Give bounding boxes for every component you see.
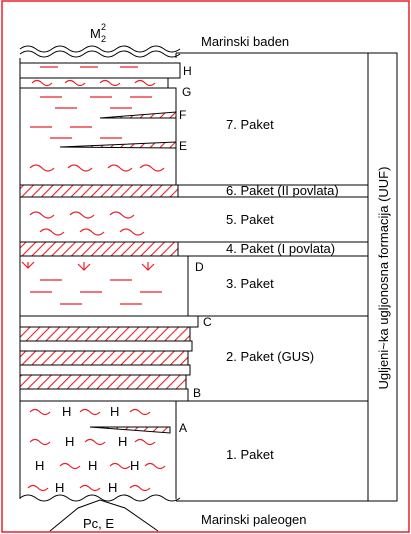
top-unit-symbol: M 2 2	[90, 22, 106, 44]
svg-text:H: H	[110, 404, 119, 419]
label-paket-3: 3. Paket	[226, 276, 274, 291]
bottom-contact	[19, 494, 181, 502]
svg-text:H: H	[65, 434, 74, 449]
marker-a: A	[179, 421, 187, 435]
coal-seam-2c	[19, 374, 187, 390]
svg-text:M: M	[90, 26, 101, 41]
coal-seams	[19, 184, 191, 390]
svg-text:H: H	[55, 480, 64, 495]
formation-label: Uglјeni~ka ugljonosna formacija (UUF)	[376, 167, 391, 390]
svg-text:2: 2	[101, 34, 106, 44]
unit-labels: Marinski baden 7. Paket 6. Paket (II pov…	[201, 34, 339, 527]
marker-f: F	[179, 108, 186, 122]
boundary-lines	[170, 52, 397, 502]
label-marinski-baden: Marinski baden	[201, 34, 289, 49]
marker-c: C	[203, 315, 212, 329]
svg-text:H: H	[108, 480, 117, 495]
svg-text:H: H	[118, 434, 127, 449]
label-paket-1: 1. Paket	[226, 447, 274, 462]
label-paket-6: 6. Paket (II povlata)	[226, 183, 339, 198]
lithology-symbols	[21, 66, 166, 492]
marker-letters: H G F E D C B A	[179, 64, 212, 435]
svg-text:2: 2	[101, 22, 106, 32]
coal-seam-2b	[19, 350, 189, 366]
svg-text:H: H	[130, 458, 139, 473]
label-paket-7: 7. Paket	[226, 117, 274, 132]
svg-text:H: H	[35, 458, 44, 473]
coal-seam-2a	[19, 326, 191, 342]
marker-e: E	[179, 139, 187, 153]
top-contact	[19, 50, 181, 58]
marker-d: D	[195, 260, 204, 274]
seam-separators	[19, 315, 199, 402]
column-edges	[19, 53, 199, 499]
coal-seam-4	[19, 241, 179, 257]
label-paket-2: 2. Paket (GUS)	[226, 349, 314, 364]
marker-g: G	[182, 85, 191, 99]
basement-label: Pc, E	[83, 516, 114, 531]
coal-seam-6	[19, 184, 179, 198]
marker-h: H	[183, 64, 192, 78]
label-paket-4: 4. Paket (I povlata)	[226, 241, 335, 256]
svg-text:H: H	[62, 404, 71, 419]
label-marinski-paleogen: Marinski paleogen	[201, 512, 307, 527]
top-contact-2	[19, 45, 181, 53]
lens-markers	[59, 111, 177, 434]
label-paket-5: 5. Paket	[226, 212, 274, 227]
svg-text:H: H	[88, 458, 97, 473]
marker-b: B	[193, 386, 201, 400]
basement-outline	[49, 499, 159, 532]
